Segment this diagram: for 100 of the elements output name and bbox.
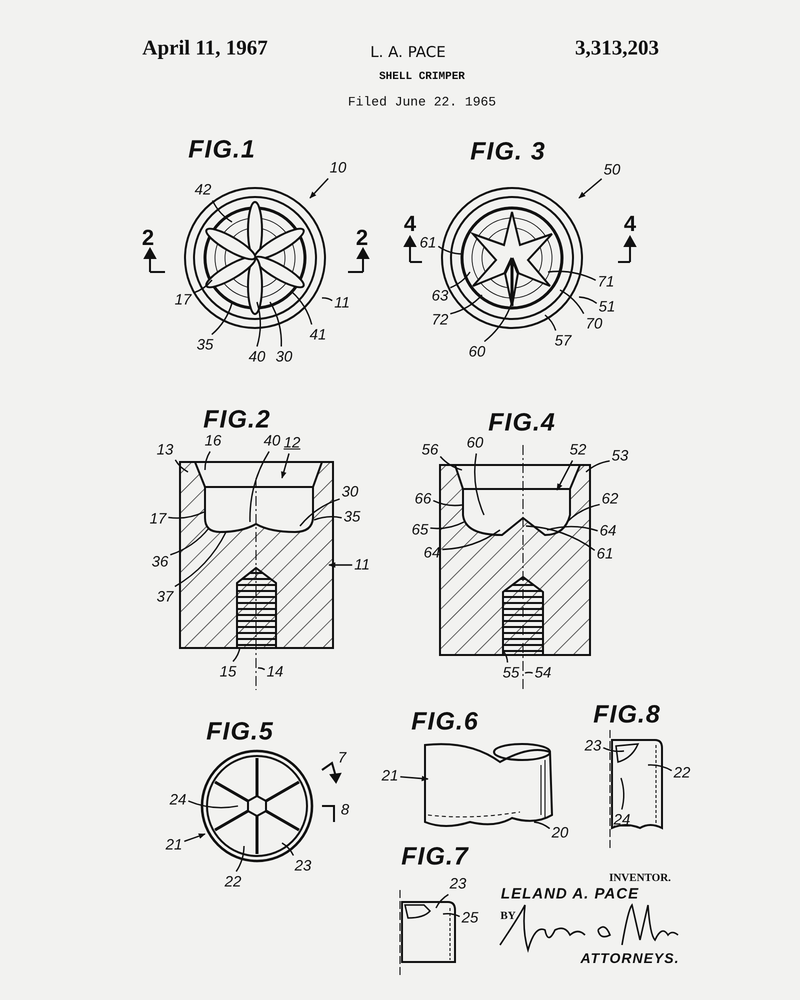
inventor-name: L. A. PACE	[370, 43, 446, 61]
callout-number: 54	[534, 664, 552, 682]
callout-number: 51	[598, 298, 616, 316]
figure-label: FIG.6	[411, 708, 479, 736]
callout-number: 57	[554, 332, 572, 350]
callout-number: 10	[330, 160, 346, 176]
callout-number: 53	[612, 448, 628, 464]
callout-number: 36	[152, 554, 168, 570]
leader-line	[648, 764, 672, 772]
callout-number: 13	[156, 442, 174, 458]
arrow	[556, 460, 574, 491]
callout-number: 64	[600, 522, 616, 540]
leader-line	[526, 525, 596, 551]
callout-number: 23	[584, 738, 602, 754]
figure-label: FIG.5	[206, 718, 274, 746]
callout-number: 56	[422, 442, 438, 458]
leader-line	[299, 498, 340, 526]
callout-number: 23	[294, 858, 312, 874]
leader-line	[566, 504, 600, 522]
callout-number: 62	[602, 490, 618, 508]
section-mark: 4	[404, 211, 416, 237]
figure-label: FIG.4	[488, 408, 556, 438]
callout-number: 61	[420, 234, 436, 252]
leader-line	[249, 451, 270, 522]
leader-line	[211, 302, 233, 336]
leader-line	[314, 516, 342, 521]
crimped-shell-drawing	[424, 743, 553, 827]
callout-number: 66	[414, 490, 432, 508]
callout-number: 16	[204, 432, 222, 450]
patent-number: 3,313,203	[575, 36, 659, 60]
callout-number: 35	[196, 336, 214, 354]
callout-number: 24	[614, 812, 630, 828]
figure-label: FIG.1	[188, 136, 256, 164]
figure-label: FIG.2	[203, 406, 271, 434]
callout-number: 21	[166, 836, 182, 854]
arrow	[309, 178, 329, 198]
callout-number: 30	[342, 484, 358, 500]
leader-line	[193, 280, 213, 294]
leader-line	[546, 526, 598, 532]
callout-number: 60	[466, 434, 484, 452]
callout-number: 42	[194, 182, 212, 198]
leader-line	[544, 314, 556, 331]
patent-title: SHELL CRIMPER	[379, 71, 465, 83]
leader-line	[450, 272, 471, 288]
callout-number: 11	[354, 556, 370, 574]
section-mark: 2	[142, 225, 154, 251]
leader-line	[548, 270, 596, 281]
callout-number: 23	[450, 876, 466, 892]
leader-line	[430, 521, 464, 530]
figure-label: FIG.7	[401, 842, 469, 872]
callout-number: 30	[276, 348, 292, 366]
arrow	[328, 562, 352, 568]
leader-line	[474, 453, 485, 516]
callout-number: 40	[264, 432, 280, 450]
leader-line	[168, 511, 204, 519]
callout-number: 12	[284, 434, 300, 452]
leader-line	[174, 460, 188, 473]
leader-line	[292, 292, 312, 325]
leader-line	[442, 912, 460, 918]
by-text: BY	[500, 910, 516, 922]
callout-number: 40	[248, 348, 266, 366]
arrow	[281, 453, 290, 479]
callout-number: 63	[432, 288, 448, 304]
leader-line	[440, 456, 462, 471]
date-text: April 11, 1967	[142, 36, 268, 60]
inventor-name: LELAND A. PACE	[500, 886, 640, 902]
leader-line	[438, 246, 462, 255]
callout-number: 24	[170, 792, 186, 808]
callout-number: 50	[604, 162, 620, 178]
leader-line	[269, 302, 282, 347]
leader-line	[560, 289, 584, 314]
leader-line	[282, 842, 294, 856]
figure-label: FIG. 3	[470, 138, 546, 166]
callout-number: 64	[424, 544, 440, 562]
callout-number: 22	[224, 874, 242, 890]
section-mark: 2	[356, 225, 368, 251]
leader-line	[442, 529, 500, 550]
callout-number: 17	[174, 292, 192, 308]
callout-number: 25	[462, 910, 478, 926]
leader-line	[484, 302, 513, 342]
leader-line	[534, 821, 550, 830]
leader-line	[450, 294, 482, 314]
callout-number: 22	[674, 764, 690, 782]
leader-line	[256, 302, 262, 347]
leader-line	[524, 672, 533, 674]
inventor-heading: INVENTOR.	[609, 872, 671, 884]
leader-line	[603, 747, 624, 752]
callout-number: 71	[598, 274, 614, 290]
arrow	[400, 776, 429, 782]
leader-line	[170, 528, 210, 556]
callout-number: 65	[412, 522, 428, 538]
callout-number: 60	[468, 344, 486, 360]
callout-number: 61	[596, 546, 614, 562]
leader-line	[258, 667, 266, 670]
callout-number: 41	[310, 326, 326, 344]
figure-label: FIG.8	[593, 700, 661, 730]
callout-number: 21	[382, 768, 398, 784]
callout-number: 55	[502, 664, 520, 682]
callout-number: 15	[220, 664, 236, 680]
leader-line	[232, 646, 241, 662]
